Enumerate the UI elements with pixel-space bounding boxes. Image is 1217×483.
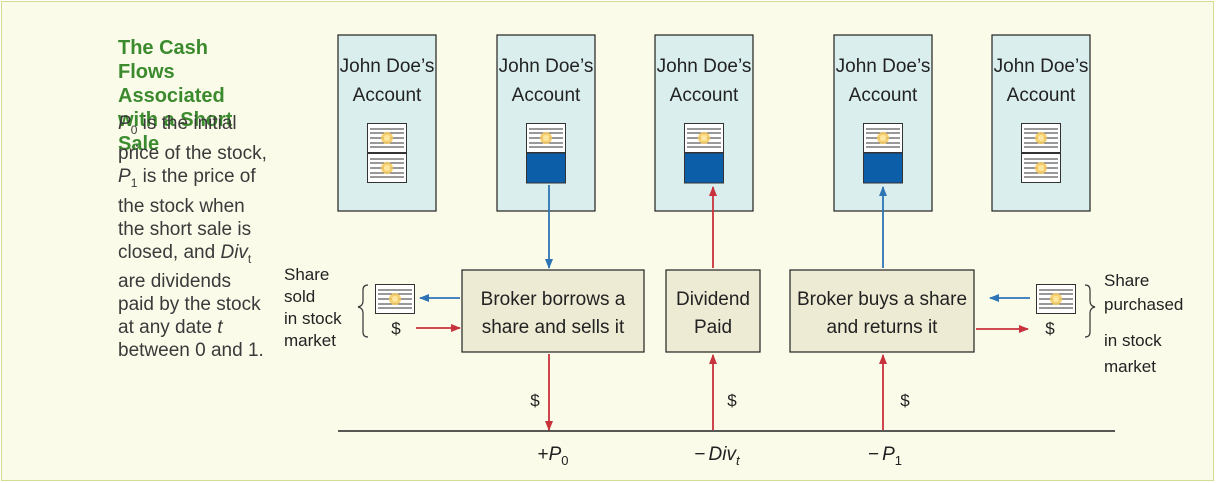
share-certificate-icon: [684, 123, 724, 153]
buyback-label-1: Broker buys a share: [797, 289, 967, 310]
buyback-node: Broker buys a share and returns it: [789, 269, 975, 353]
share-certificate-icon: [1021, 153, 1061, 183]
right-bracket: [1084, 284, 1096, 338]
left-dollar: $: [391, 319, 401, 338]
left-label-4: market: [284, 331, 336, 350]
share-certificate-icon: [526, 123, 566, 153]
timeline-label-div: −Divt: [694, 444, 741, 468]
proceeds-dollar: $: [530, 391, 540, 410]
left-side-market: Share sold in stock market $: [284, 265, 461, 350]
share-certificate-icon: [863, 123, 903, 153]
buyback-label-2: and returns it: [827, 317, 939, 338]
account-title: John Doe’s: [340, 56, 435, 77]
left-bracket: [357, 284, 369, 338]
account-subtitle: Account: [849, 85, 918, 106]
account-title: John Doe’s: [657, 56, 752, 77]
p1-sub: 1: [130, 175, 138, 190]
div-sub: t: [736, 453, 741, 468]
p1-var: P: [882, 444, 895, 465]
p0-var: P: [118, 113, 131, 134]
timeline-label-p1: −P1: [868, 444, 902, 468]
dividend-label-2: Paid: [694, 317, 732, 338]
account-subtitle: Account: [1007, 85, 1076, 106]
borrow-box: [461, 269, 645, 353]
right-label-4: market: [1104, 357, 1156, 376]
left-label-1: Share: [284, 265, 329, 284]
p0-sub: 0: [561, 453, 568, 468]
account-subtitle: Account: [512, 85, 581, 106]
account-1: John Doe’s Account: [337, 34, 437, 212]
account-4: John Doe’s Account: [833, 34, 933, 212]
figure-title: The Cash Flows Associated with a Short S…: [118, 37, 233, 155]
share-certificate-icon: [1036, 284, 1076, 314]
dividend-label-1: Dividend: [676, 289, 750, 310]
div-sub: t: [247, 251, 252, 266]
p1-sign: −: [868, 444, 879, 465]
p1-var: P: [118, 165, 131, 187]
borrow-node: Broker borrows a share and sells it: [461, 269, 645, 353]
borrowed-share-slot: [863, 152, 903, 184]
borrowed-share-slot: [526, 152, 566, 184]
share-certificate-icon: [367, 153, 407, 183]
account-3: John Doe’s Account: [654, 34, 754, 212]
p1-sub: 1: [895, 453, 902, 468]
left-label-2: sold: [284, 287, 315, 306]
p0-sign: +: [537, 444, 548, 465]
account-5: John Doe’s Account: [991, 34, 1091, 212]
account-title: John Doe’s: [499, 56, 594, 77]
caption-text-3: are dividends paid by the stock at any d…: [118, 271, 261, 339]
dividend-dollar: $: [727, 391, 737, 410]
div-var: Div: [220, 241, 248, 263]
caption-text-4: between 0 and 1.: [118, 340, 264, 362]
p0-sub: 0: [130, 122, 138, 137]
div-var: Div: [709, 444, 738, 465]
left-label-3: in stock: [284, 309, 342, 328]
div-sign: −: [694, 444, 705, 465]
account-title: John Doe’s: [994, 56, 1089, 77]
right-side-market: $ Share purchased in stock market: [976, 271, 1183, 376]
dividend-box: [665, 269, 761, 353]
right-dollar: $: [1045, 319, 1055, 338]
buyback-dollar: $: [900, 391, 910, 410]
share-certificate-icon: [1021, 123, 1061, 153]
buyback-box: [789, 269, 975, 353]
right-label-1: Share: [1104, 271, 1149, 290]
dividend-node: Dividend Paid: [665, 269, 761, 353]
borrowed-share-slot: [684, 152, 724, 184]
share-certificate-icon: [375, 284, 415, 314]
t-var: t: [217, 317, 223, 339]
account-title: John Doe’s: [836, 56, 931, 77]
borrow-label-2: share and sells it: [482, 317, 625, 338]
caption-text-1: is the initial price of the stock,: [118, 113, 267, 164]
account-2: John Doe’s Account: [496, 34, 596, 212]
share-certificate-icon: [367, 123, 407, 153]
timeline-label-p0: +P0: [537, 444, 568, 468]
account-subtitle: Account: [670, 85, 739, 106]
caption-text-2: is the price of the stock when the short…: [118, 165, 256, 263]
p0-var: P: [549, 444, 562, 465]
account-subtitle: Account: [353, 85, 422, 106]
borrow-label-1: Broker borrows a: [481, 289, 626, 310]
figure-caption: P0 is the initial price of the stock, P1…: [118, 112, 268, 362]
right-label-3: in stock: [1104, 331, 1162, 350]
right-label-2: purchased: [1104, 295, 1183, 314]
